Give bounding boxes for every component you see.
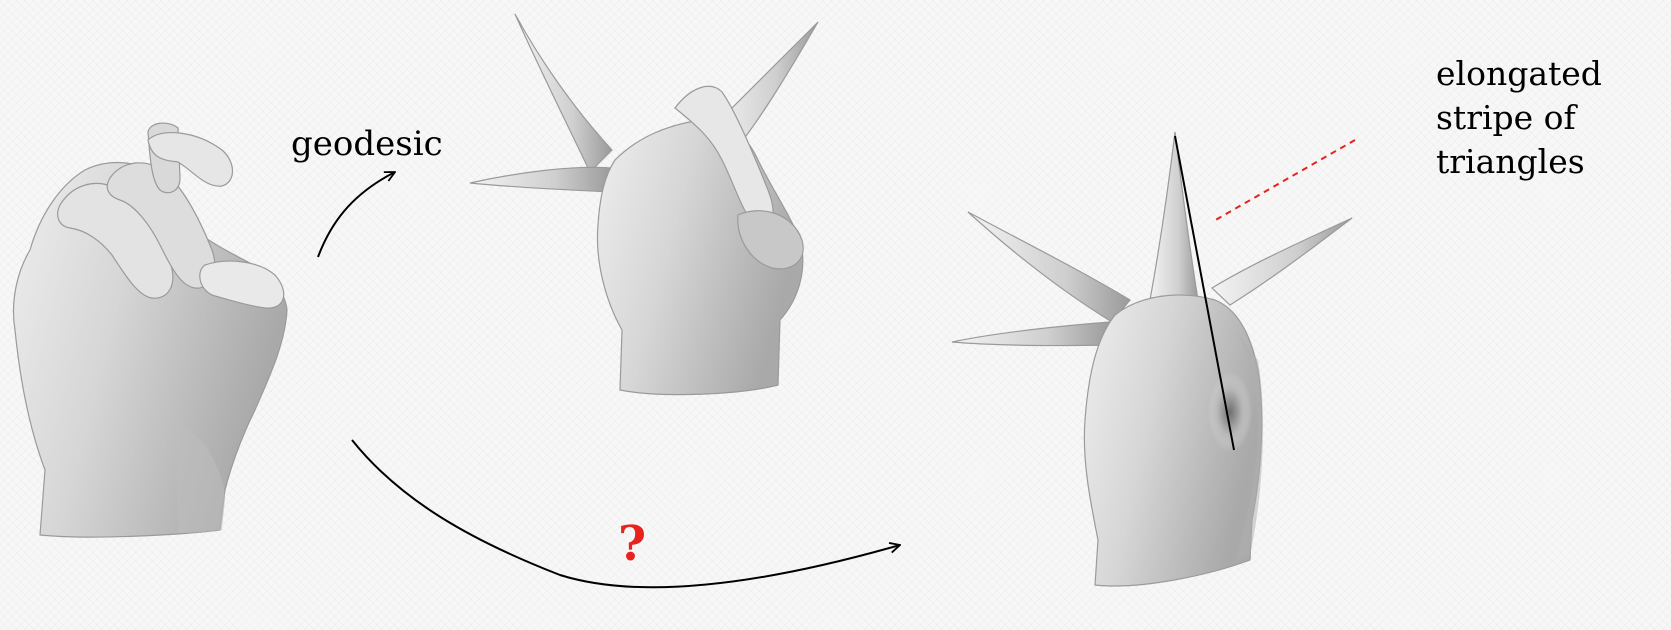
deformed-mesh-spikes <box>952 132 1352 586</box>
hand-mesh <box>13 123 287 537</box>
annotation-leader-line <box>1212 140 1355 222</box>
deformed-mesh-geodesic <box>470 14 818 395</box>
annotation-line-1: elongated <box>1436 52 1656 96</box>
question-mark-label: ? <box>618 518 646 570</box>
middle-spike-left <box>470 167 612 192</box>
right-spike-upper-left <box>968 212 1130 322</box>
middle-spike-top-left <box>515 14 612 172</box>
right-spike-left <box>952 322 1112 346</box>
right-dimple <box>1208 372 1252 452</box>
geodesic-arrow <box>318 172 395 257</box>
annotation-label: elongated stripe of triangles <box>1436 52 1656 184</box>
annotation-line-2: stripe of <box>1436 96 1656 140</box>
geodesic-label: geodesic <box>291 124 443 164</box>
right-spike-right <box>1212 218 1352 305</box>
annotation-line-3: triangles <box>1436 140 1656 184</box>
